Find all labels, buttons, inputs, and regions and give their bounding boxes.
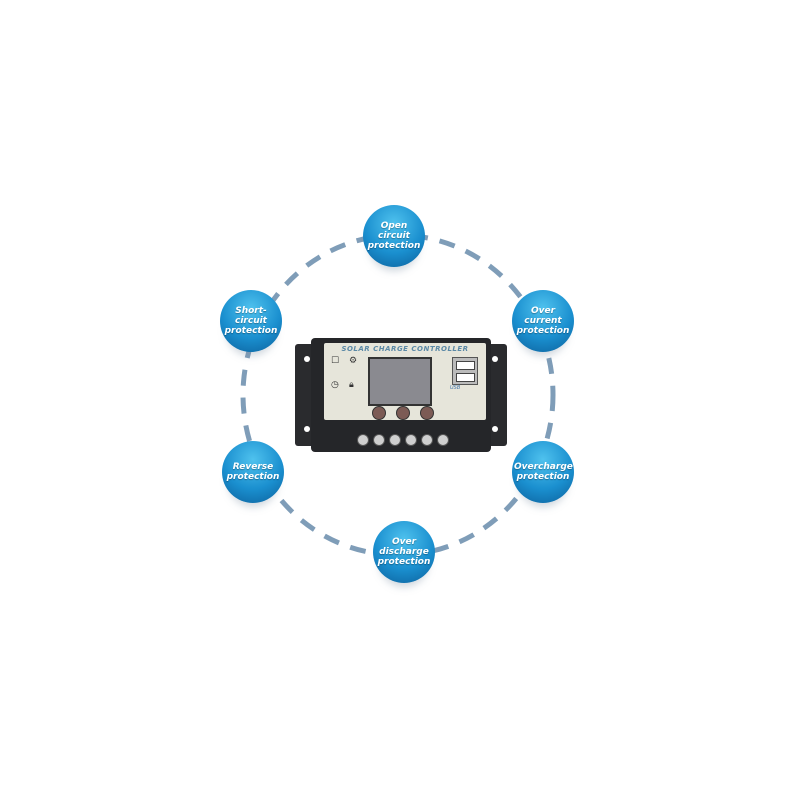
panel-title: SOLAR CHARGE CONTROLLER <box>341 345 469 353</box>
terminal <box>357 434 369 446</box>
badge-over-discharge: Over discharge protection <box>373 521 435 583</box>
badge-short-circuit: Short-circuit protection <box>220 290 282 352</box>
gear-icon: ⚙ <box>349 356 358 366</box>
terminal <box>373 434 385 446</box>
badge-label: Open circuit protection <box>367 221 421 251</box>
usb-ports <box>452 357 478 385</box>
plus-button[interactable] <box>420 406 434 420</box>
terminal <box>437 434 449 446</box>
solar-charge-controller: SOLAR CHARGE CONTROLLER ☐ ⚙ ◷ 🔒︎ USB <box>295 338 507 452</box>
terminal <box>421 434 433 446</box>
badge-label: Reverse protection <box>226 462 280 482</box>
square-icon: ☐ <box>331 356 340 366</box>
clock-icon: ◷ <box>331 380 339 390</box>
badge-overcharge: Overcharge protection <box>512 441 574 503</box>
badge-over-current: Over current protection <box>512 290 574 352</box>
lock-icon: 🔒︎ <box>349 380 354 390</box>
lcd-display <box>368 357 432 406</box>
badge-label: Over current protection <box>516 306 570 336</box>
badge-label: Overcharge protection <box>514 462 573 482</box>
badge-label: Over discharge protection <box>377 537 431 567</box>
minus-button[interactable] <box>396 406 410 420</box>
controller-face: SOLAR CHARGE CONTROLLER ☐ ⚙ ◷ 🔒︎ USB <box>324 343 486 420</box>
badge-open-circuit: Open circuit protection <box>363 205 425 267</box>
badge-label: Short-circuit protection <box>224 306 278 336</box>
terminal <box>389 434 401 446</box>
badge-reverse: Reverse protection <box>222 441 284 503</box>
menu-button[interactable] <box>372 406 386 420</box>
usb-label: USB <box>450 385 461 391</box>
terminal <box>405 434 417 446</box>
